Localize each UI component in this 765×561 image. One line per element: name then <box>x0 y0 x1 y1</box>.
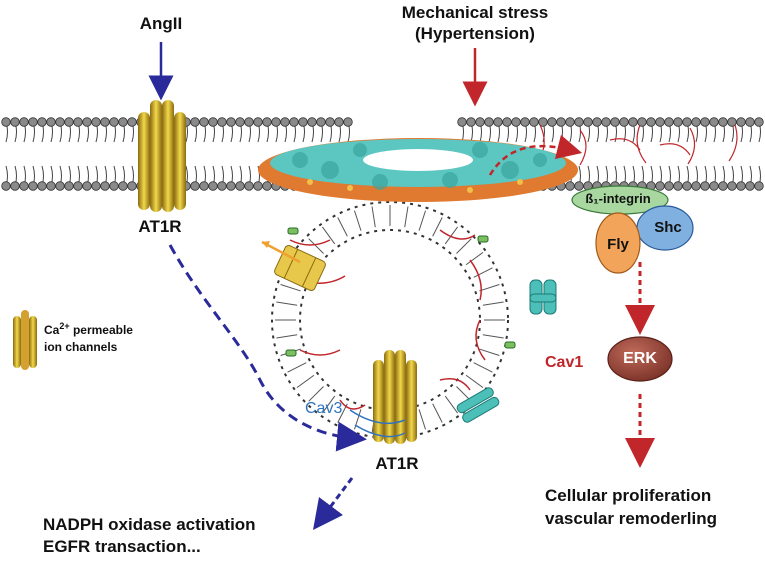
mechanical-stress-line1: Mechanical stress <box>401 3 549 22</box>
proliferation-label: Cellular proliferation vascular remoderl… <box>545 484 717 530</box>
caveola-vesicle <box>271 201 516 439</box>
erk-label: ERK <box>623 350 657 367</box>
nadph-line2: EGFR transaction... <box>43 537 201 556</box>
ca-channel-legend-label: Ca2+ permeable ion channels <box>44 318 133 356</box>
erk-shape <box>607 336 673 382</box>
stress-to-integrin-arrow <box>488 134 583 176</box>
at1r-receptor-membrane <box>138 100 186 212</box>
at1r-receptor-caveola <box>349 350 417 444</box>
cavin-stack-lower <box>456 387 500 423</box>
mechanical-stress-label: Mechanical stress (Hypertension) <box>402 2 548 44</box>
calcium-channel-caveola <box>274 245 326 291</box>
cavin-stack-upper <box>529 279 557 315</box>
nadph-line1: NADPH oxidase activation <box>43 515 256 534</box>
at1r-downstream-arrow <box>313 477 354 530</box>
nadph-label: NADPH oxidase activation EGFR transactio… <box>43 514 256 558</box>
angii-label: AngII <box>139 14 183 33</box>
at1r-top-label: AT1R <box>138 217 182 236</box>
proliferation-line1: Cellular proliferation <box>545 486 712 505</box>
cav1-label: Cav1 <box>545 354 584 371</box>
integrin-label: ß₁-integrin <box>585 191 651 206</box>
mechanical-stress-line2: (Hypertension) <box>415 24 535 43</box>
shc-label: Shc <box>654 219 682 236</box>
at1r-translocation-arrow <box>168 244 367 452</box>
at1r-bottom-label: AT1R <box>375 454 419 473</box>
proliferation-line2: vascular remoderling <box>545 509 717 528</box>
caveolar-coat-ring <box>258 138 578 202</box>
fly-label: Fly <box>607 236 629 253</box>
ca-legend-line1: Ca2+ permeable <box>44 321 133 337</box>
fly-shape <box>595 212 641 274</box>
calcium-channel-legend-icon <box>13 310 37 370</box>
ca-influx-arrow <box>261 240 301 264</box>
cav3-label: Cav3 <box>305 400 343 417</box>
ca-legend-line2: ion channels <box>44 340 118 354</box>
